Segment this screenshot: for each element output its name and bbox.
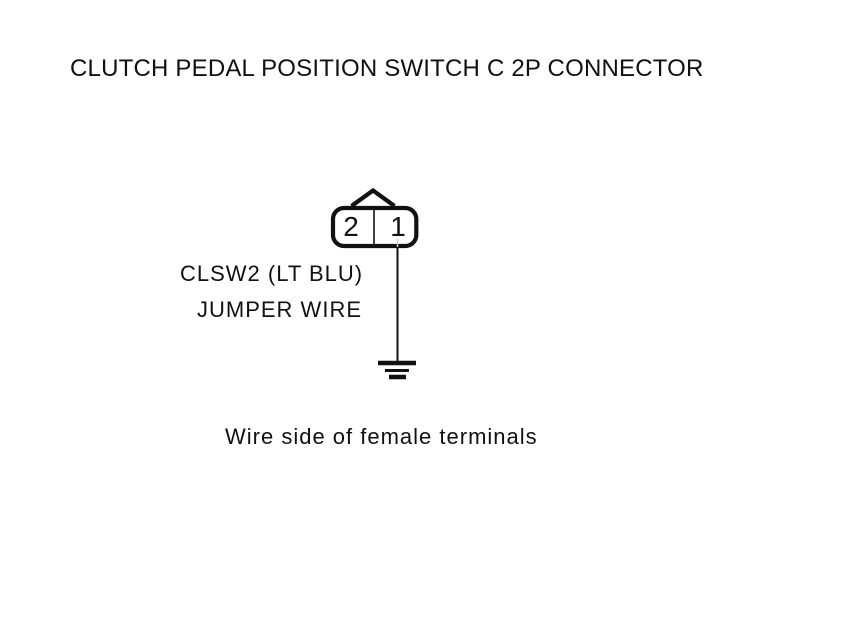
terminal-2-label: 2	[343, 211, 359, 242]
page-title: CLUTCH PEDAL POSITION SWITCH C 2P CONNEC…	[70, 55, 704, 82]
jumper-wire-label: JUMPER WIRE	[197, 297, 362, 322]
connector-lock-tab-icon	[350, 187, 396, 208]
caption-wire-side: Wire side of female terminals	[225, 424, 538, 449]
terminal-1-label: 1	[390, 211, 406, 242]
wire-color-label: CLSW2 (LT BLU)	[180, 261, 364, 286]
ground-icon	[378, 360, 416, 380]
